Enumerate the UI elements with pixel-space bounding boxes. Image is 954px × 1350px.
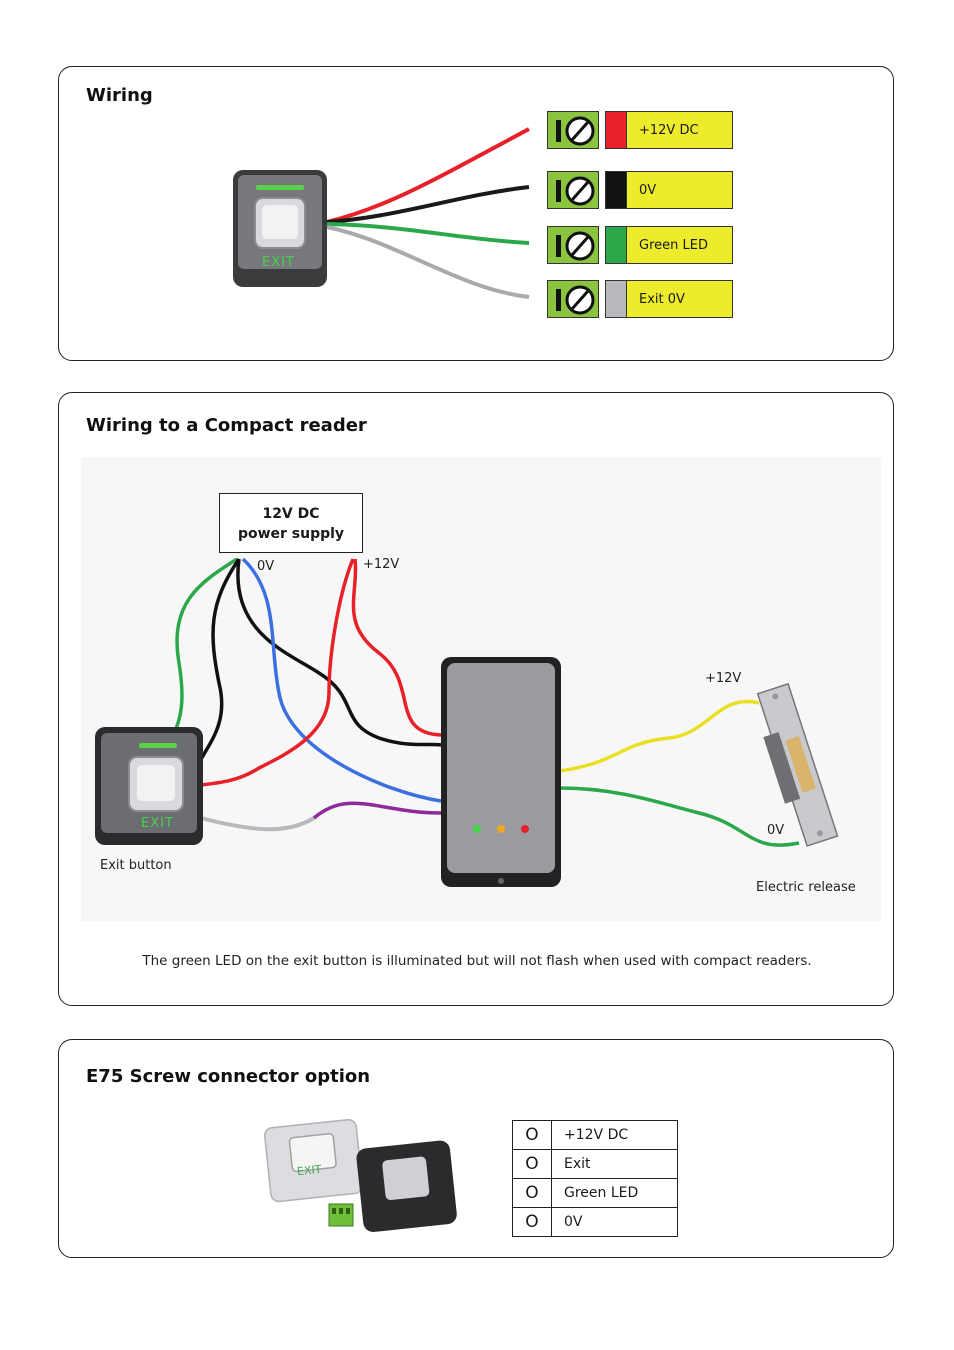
e75-panel: E75 Screw connector option EXIT O +12V D… [58, 1039, 894, 1258]
terminal-green-led: Green LED [547, 226, 733, 264]
terminal-label: +12V DC [627, 111, 733, 149]
wire-grey [326, 225, 530, 299]
terminal-marker: O [512, 1149, 552, 1179]
terminal-label: Green LED [627, 226, 733, 264]
psu-line1: 12V DC [262, 506, 320, 522]
wire-color-swatch [605, 111, 627, 149]
exit-device [233, 170, 327, 287]
wire-red [326, 127, 530, 224]
wire-black-reader [236, 558, 442, 747]
screw-connector-block [328, 1203, 354, 1227]
wire-green [326, 222, 530, 245]
screw-icon [547, 280, 599, 318]
exit-device-label: EXIT [141, 816, 174, 831]
compact-reader [441, 657, 561, 887]
wiring-title: Wiring [86, 85, 153, 106]
wire-black [326, 185, 530, 224]
release-0v-label: 0V [767, 823, 785, 838]
wiring-panel: Wiring EXIT +12V DC 0V [58, 66, 894, 361]
wire-grey [200, 816, 316, 832]
release-12v-label: +12V [705, 671, 742, 686]
compact-diagram [81, 457, 881, 921]
wire-green-psu [169, 557, 238, 744]
terminal-marker: O [512, 1178, 552, 1208]
e75-devices [264, 1118, 457, 1232]
e75-black-device [356, 1140, 457, 1232]
wire-blue [241, 557, 442, 803]
wire-color-swatch [605, 226, 627, 264]
terminal-0v: 0V [547, 171, 733, 209]
terminal-label: Exit 0V [627, 280, 733, 318]
wire-red-exit [200, 558, 355, 787]
exit-device-label: EXIT [262, 255, 295, 270]
compact-note: The green LED on the exit button is illu… [142, 953, 812, 969]
terminal-marker: O [512, 1120, 552, 1150]
terminal-label: 0V [551, 1207, 678, 1237]
power-supply-box: 12V DC power supply [219, 493, 363, 553]
terminal-exit-0v: Exit 0V [547, 280, 733, 318]
table-row: O Green LED [512, 1178, 678, 1208]
compact-title: Wiring to a Compact reader [86, 415, 367, 436]
wire-purple [312, 801, 442, 820]
table-row: O Exit [512, 1149, 678, 1179]
screw-icon [547, 226, 599, 264]
electric-release-caption: Electric release [756, 880, 856, 895]
terminal-label: Green LED [551, 1178, 678, 1208]
e75-connector-table: O +12V DC O Exit O Green LED O 0V [512, 1120, 678, 1237]
terminal-12v: +12V DC [547, 111, 733, 149]
compact-reader-panel: Wiring to a Compact reader [58, 392, 894, 1006]
terminal-label: 0V [627, 171, 733, 209]
wire-color-swatch [605, 280, 627, 318]
terminal-label: +12V DC [551, 1120, 678, 1150]
e75-device-label: EXIT [296, 1162, 323, 1179]
table-row: O 0V [512, 1207, 678, 1237]
wire-black-exit [197, 558, 241, 764]
e75-title: E75 Screw connector option [86, 1066, 371, 1087]
psu-line2: power supply [237, 526, 345, 542]
screw-icon [547, 111, 599, 149]
psu-0v-label: 0V [257, 559, 275, 574]
wire-red-reader [351, 558, 442, 737]
electric-release-device [756, 682, 839, 847]
screw-icon [547, 171, 599, 209]
exit-button-caption: Exit button [100, 858, 172, 873]
psu-12v-label: +12V [363, 557, 400, 572]
e75-white-device [264, 1118, 364, 1203]
wire-green-release [558, 786, 800, 847]
wiring-diagram [233, 127, 530, 299]
table-row: O +12V DC [512, 1120, 678, 1150]
wire-yellow [558, 699, 760, 773]
exit-button-device [95, 727, 203, 845]
terminal-marker: O [512, 1207, 552, 1237]
terminal-label: Exit [551, 1149, 678, 1179]
wire-color-swatch [605, 171, 627, 209]
